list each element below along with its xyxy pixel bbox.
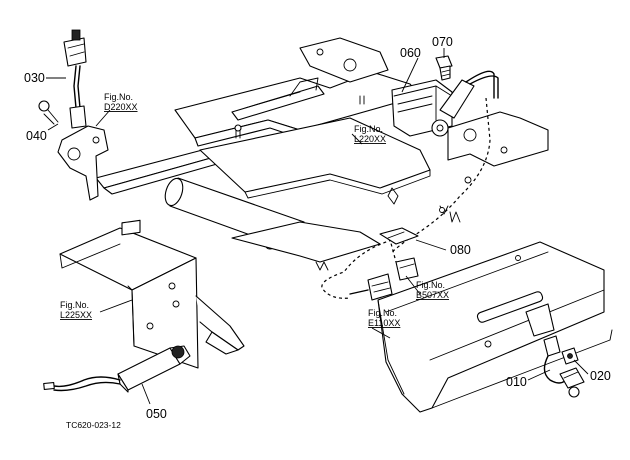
callout-040: 040	[26, 129, 47, 143]
callout-010: 010	[506, 375, 527, 389]
panel-e110	[377, 241, 613, 413]
bolt-070	[435, 55, 453, 81]
seat-switch-060	[391, 70, 499, 137]
sensor-010	[543, 335, 585, 398]
switch-050	[43, 345, 191, 393]
leader-lines	[46, 48, 589, 405]
fig-ref-d220-code: D220XX	[104, 102, 138, 112]
callout-020: 020	[590, 369, 611, 383]
panel-l225	[59, 219, 245, 369]
clip-080	[379, 227, 419, 245]
fig-ref-d220-prefix: Fig.No.	[104, 92, 133, 102]
callout-030: 030	[24, 71, 45, 85]
fig-ref-e110-code: E110XX	[368, 318, 400, 328]
callout-050: 050	[146, 407, 167, 421]
drawing-number: TC620-023-12	[66, 420, 121, 430]
fig-ref-b507-code: B507XX	[416, 290, 449, 300]
seat-frame-assembly	[95, 37, 549, 271]
sensor-030	[63, 29, 87, 129]
fig-ref-l225-prefix: Fig.No.	[60, 300, 89, 310]
fig-ref-l220-prefix: Fig.No.	[354, 124, 383, 134]
fig-ref-l220-code: L220XX	[354, 134, 386, 144]
callout-070: 070	[432, 35, 453, 49]
callouts: 030 040 050 060 070 080 010 020	[24, 35, 611, 421]
connector-b507	[349, 257, 419, 301]
fig-ref-b507-prefix: Fig.No.	[416, 280, 445, 290]
figure-references: Fig.No. D220XX Fig.No. L220XX Fig.No. B5…	[60, 92, 449, 328]
callout-080: 080	[450, 243, 471, 257]
screw-040	[38, 100, 59, 125]
bracket-d220	[57, 125, 109, 201]
callout-060: 060	[400, 46, 421, 60]
wiring-harness	[321, 97, 491, 299]
fig-ref-e110-prefix: Fig.No.	[368, 308, 397, 318]
fig-ref-l225-code: L225XX	[60, 310, 92, 320]
